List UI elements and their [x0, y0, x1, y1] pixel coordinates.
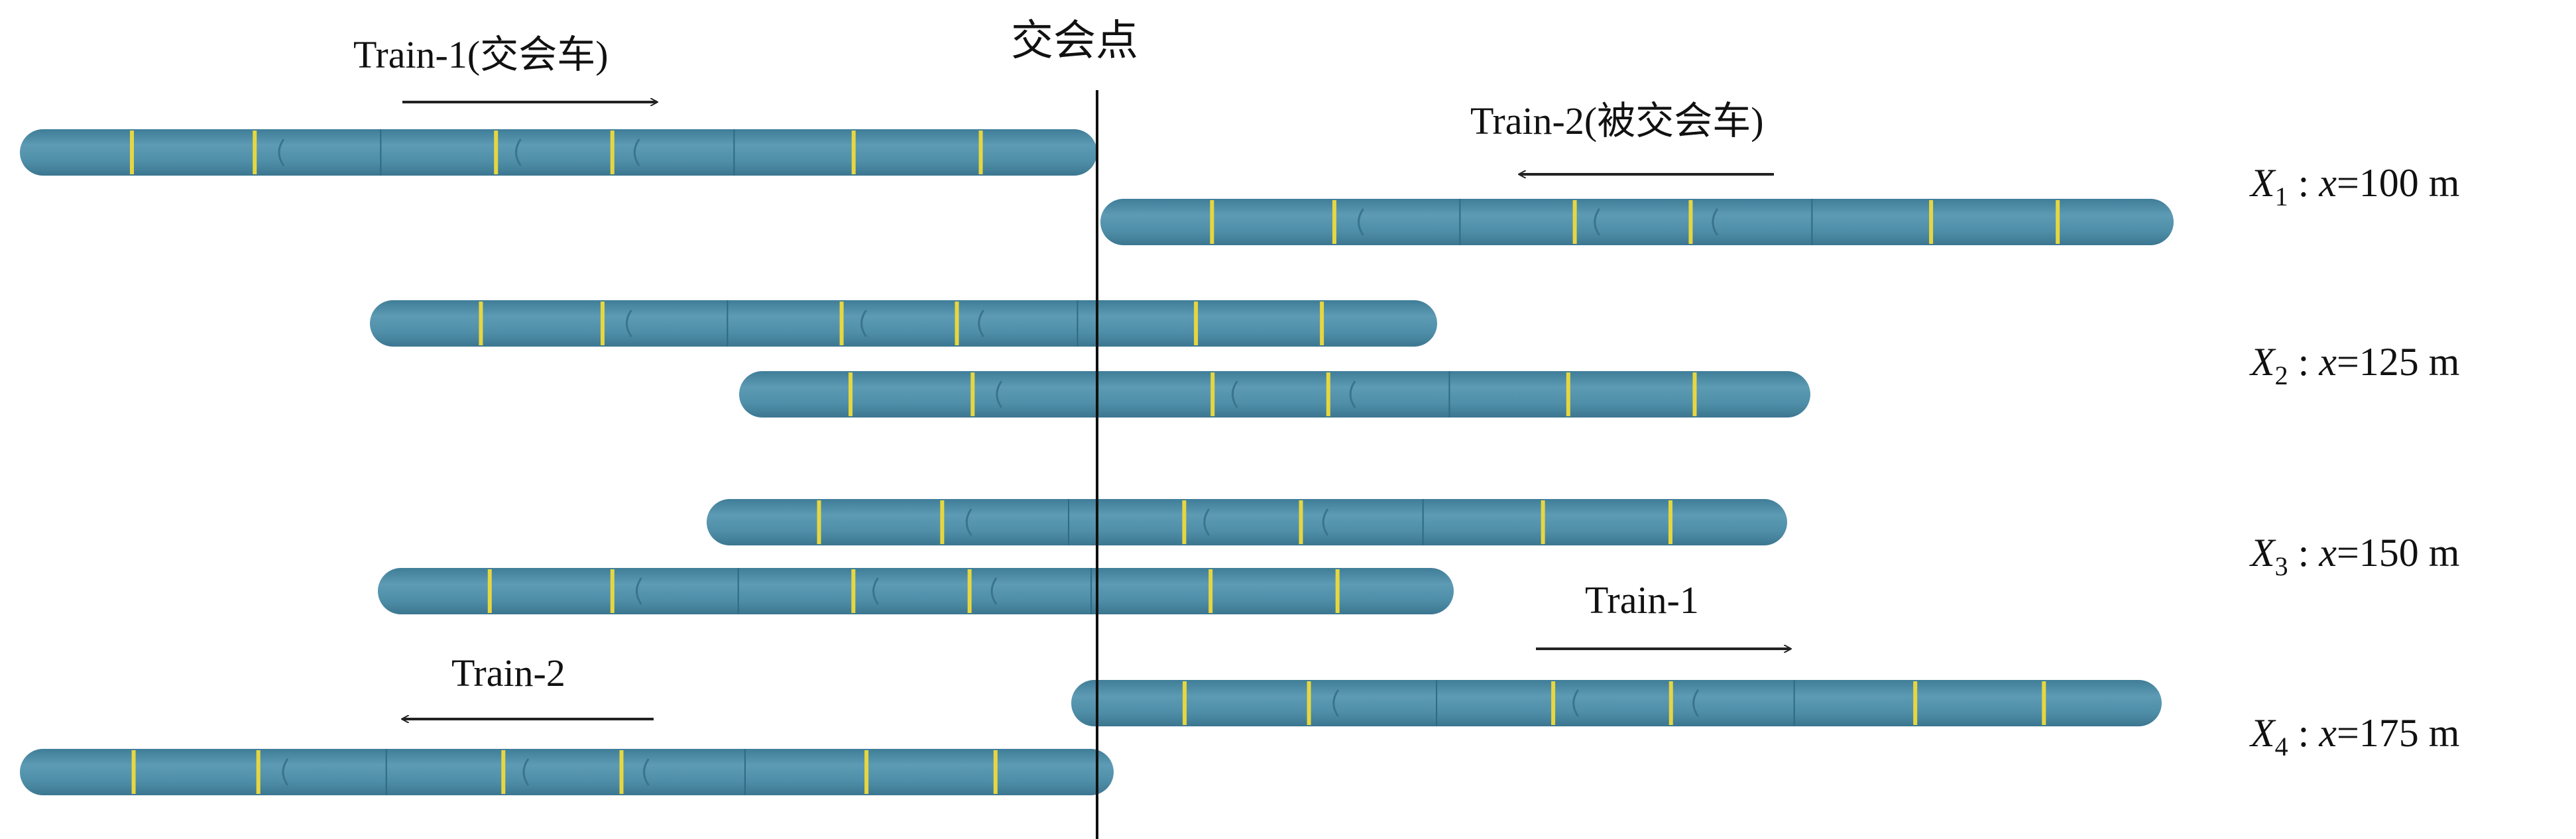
door-stripe	[619, 750, 624, 794]
train-2-model	[20, 749, 1114, 795]
door-stripe	[610, 131, 615, 174]
door-stripe	[839, 302, 844, 345]
door-stripe	[849, 372, 853, 416]
door-stripe	[1210, 200, 1214, 244]
window-mark	[965, 508, 972, 536]
door-stripe	[487, 569, 492, 613]
door-stripe	[1566, 372, 1570, 416]
train-1-model	[1071, 680, 2162, 726]
train-1-model	[370, 300, 1437, 347]
door-stripe	[978, 131, 983, 174]
window-mark	[625, 309, 632, 337]
position-label-x1: X1 : x=100 m	[2251, 161, 2460, 211]
door-stripe	[1326, 372, 1330, 416]
train-body	[1071, 680, 2162, 726]
window-mark	[996, 380, 1003, 408]
train-2-model	[739, 371, 1810, 418]
window-mark	[1358, 208, 1364, 236]
door-stripe	[131, 750, 136, 794]
window-mark	[872, 577, 879, 605]
door-stripe	[1183, 681, 1187, 725]
position-label-x3: X3 : x=150 m	[2251, 531, 2460, 581]
door-stripe	[1692, 372, 1697, 416]
train-2-model	[1100, 199, 2174, 245]
door-stripe	[1182, 500, 1187, 544]
door-stripe	[2042, 681, 2046, 725]
window-mark	[278, 139, 285, 166]
window-mark	[522, 758, 530, 786]
door-stripe	[1669, 681, 1673, 725]
window-mark	[1231, 380, 1238, 408]
meeting-point-label: 交会点	[1011, 17, 1138, 64]
door-stripe	[256, 750, 261, 794]
train-1-model	[20, 129, 1097, 176]
train1-label: Train-1	[1585, 579, 1699, 622]
train1-meeting-label: Train-1(交会车)	[353, 33, 609, 76]
door-stripe	[253, 131, 257, 174]
door-stripe	[2056, 200, 2060, 244]
door-stripe	[1913, 681, 1918, 725]
door-stripe	[1335, 569, 1340, 613]
door-stripe	[817, 500, 821, 544]
door-stripe	[967, 569, 972, 613]
door-stripe	[600, 302, 605, 345]
door-stripe	[851, 569, 856, 613]
train2-label: Train-2	[451, 651, 565, 695]
door-stripe	[851, 131, 856, 174]
door-stripe	[1332, 200, 1336, 244]
window-mark	[1349, 380, 1356, 408]
train-body	[1100, 199, 2174, 245]
train-body	[370, 300, 1437, 347]
door-stripe	[1210, 372, 1215, 416]
window-mark	[990, 577, 998, 605]
door-stripe	[1194, 302, 1199, 345]
window-mark	[1594, 208, 1600, 236]
door-stripe	[955, 302, 959, 345]
door-stripe	[1208, 569, 1213, 613]
window-mark	[978, 309, 984, 337]
door-stripe	[494, 131, 498, 174]
door-stripe	[1551, 681, 1556, 725]
window-mark	[1203, 508, 1210, 536]
train-body	[378, 568, 1454, 614]
door-stripe	[940, 500, 945, 544]
door-stripe	[610, 569, 615, 613]
train-body	[707, 499, 1787, 545]
door-stripe	[864, 750, 869, 794]
window-mark	[515, 139, 522, 166]
window-mark	[282, 758, 289, 786]
door-stripe	[1307, 681, 1311, 725]
door-stripe	[993, 750, 998, 794]
door-stripe	[501, 750, 506, 794]
window-mark	[643, 758, 650, 786]
train-body	[20, 129, 1097, 176]
door-stripe	[1668, 500, 1672, 544]
train2-met-label: Train-2(被交会车)	[1470, 99, 1764, 142]
window-mark	[636, 577, 642, 605]
window-mark	[633, 139, 640, 166]
door-stripe	[130, 131, 134, 174]
window-mark	[1322, 508, 1329, 536]
door-stripe	[1929, 200, 1934, 244]
train-body	[20, 749, 1114, 795]
position-label-x2: X2 : x=125 m	[2251, 340, 2460, 390]
train-1-model	[378, 568, 1454, 614]
position-label-x4: X4 : x=175 m	[2251, 711, 2460, 761]
door-stripe	[479, 302, 483, 345]
train-2-model	[707, 499, 1787, 545]
window-mark	[1712, 208, 1719, 236]
door-stripe	[1299, 500, 1303, 544]
door-stripe	[970, 372, 975, 416]
window-mark	[1572, 689, 1579, 717]
window-mark	[1332, 689, 1340, 717]
window-mark	[1692, 689, 1699, 717]
window-mark	[860, 309, 867, 337]
train-body	[739, 371, 1810, 418]
door-stripe	[1541, 500, 1545, 544]
direction-arrows	[402, 102, 1790, 719]
door-stripe	[1572, 200, 1577, 244]
door-stripe	[1688, 200, 1693, 244]
door-stripe	[1320, 302, 1324, 345]
